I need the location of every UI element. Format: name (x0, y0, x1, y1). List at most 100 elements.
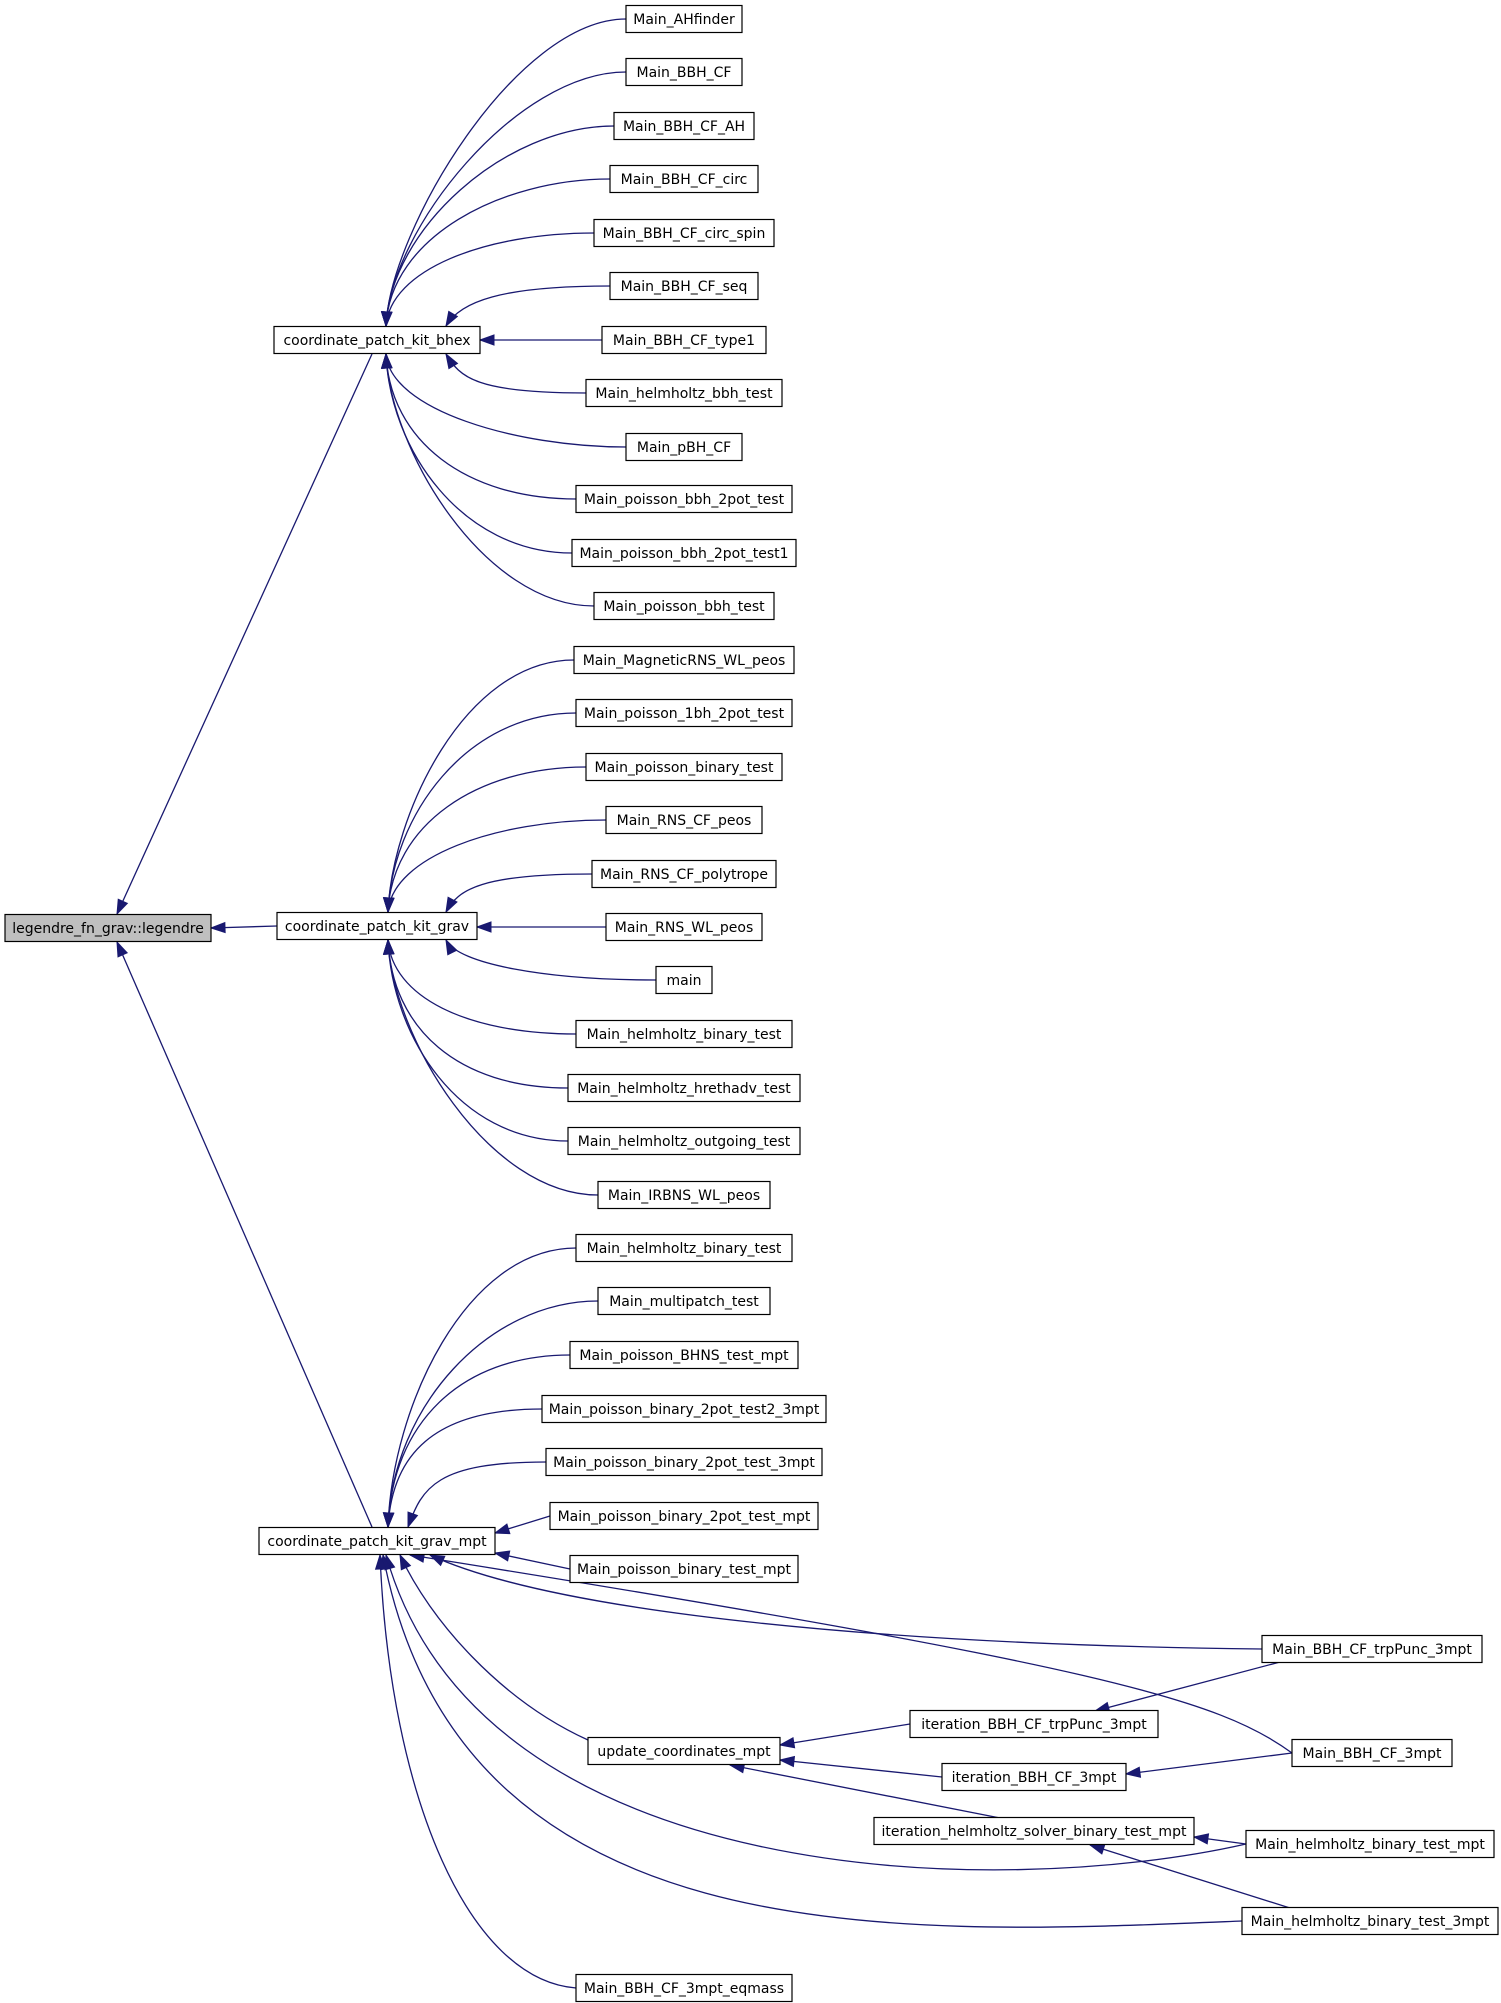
edge-iterhelm-to-updcoord-line (729, 1764, 1001, 1819)
node-magrns[interactable]: Main_MagneticRNS_WL_peos (573, 645, 795, 675)
node-bhex[interactable]: coordinate_patch_kit_bhex (273, 325, 481, 355)
node-rnscfpeos[interactable]: Main_RNS_CF_peos (605, 805, 763, 835)
edge-bbh3mpt-to-iter3mpt (1124, 1752, 1293, 1778)
edge-ahfinder-to-bhex (380, 18, 627, 328)
edge-rnscfpoly-to-grav-arrowhead (445, 896, 458, 914)
edge-helmbin3mpt-to-iterhelm-line (1089, 1844, 1291, 1909)
node-helmbin_g[interactable]: Main_helmholtz_binary_test (575, 1019, 793, 1049)
node-bbh3mpt[interactable]: Main_BBH_CF_3mpt (1291, 1738, 1453, 1768)
edge-rnswlpeos-to-grav-arrowhead (475, 921, 492, 933)
edge-poi1bh-to-grav-line (387, 712, 577, 913)
edge-bbhcftype1-to-bhex-arrowhead (478, 334, 495, 346)
edge-helmhreth-to-grav-line (387, 939, 569, 1089)
edge-bbhcfcircspin-to-bhex (381, 232, 595, 328)
edge-poibin2pot3-to-mpt-line (407, 1461, 547, 1528)
node-helmout-box (567, 1126, 801, 1156)
node-helmbinmpt[interactable]: Main_helmholtz_binary_test_mpt (1245, 1829, 1495, 1859)
node-helmbin_g-label: Main_helmholtz_binary_test (587, 1027, 782, 1043)
edge-poibin2pot2-to-mpt-line (387, 1408, 543, 1528)
node-multipatch[interactable]: Main_multipatch_test (597, 1286, 771, 1316)
node-helmbin_m[interactable]: Main_helmholtz_binary_test (575, 1233, 793, 1263)
edge-helmbin3mpt-to-mpt-line (382, 1554, 1243, 1928)
node-grav-label: coordinate_patch_kit_grav (285, 919, 469, 935)
edge-bbhtrp-to-itertrp-line (1094, 1661, 1281, 1712)
node-mpt[interactable]: coordinate_patch_kit_grav_mpt (258, 1526, 496, 1556)
edge-itertrp-to-updcoord-arrowhead (778, 1737, 796, 1749)
edge-helmhreth-to-grav (382, 938, 569, 1089)
edge-helmbbh-to-bhex-line (445, 353, 587, 394)
edge-grav-to-root-arrowhead (209, 921, 226, 934)
node-poibin[interactable]: Main_poisson_binary_test (585, 752, 783, 782)
node-bbhcfseq[interactable]: Main_BBH_CF_seq (609, 271, 759, 301)
node-bbhcfcircspin[interactable]: Main_BBH_CF_circ_spin (593, 218, 775, 248)
node-poibbh[interactable]: Main_poisson_bbh_test (593, 591, 775, 621)
node-poibbh-label: Main_poisson_bbh_test (603, 599, 765, 615)
node-itertrp-box (909, 1709, 1159, 1739)
edge-bbh3mpteq-to-mpt-arrowhead (374, 1553, 387, 1570)
node-poibhns[interactable]: Main_poisson_BHNS_test_mpt (569, 1340, 799, 1370)
node-helmbinmpt-box (1245, 1829, 1495, 1859)
node-bbhcf[interactable]: Main_BBH_CF (625, 57, 743, 87)
node-rnscfpoly[interactable]: Main_RNS_CF_polytrope (591, 859, 777, 889)
node-iterhelm[interactable]: iteration_helmholtz_solver_binary_test_m… (873, 1816, 1195, 1846)
edge-main-to-grav-line (445, 939, 657, 981)
node-rnswlpeos-box (605, 912, 763, 942)
node-iter3mpt[interactable]: iteration_BBH_CF_3mpt (941, 1762, 1127, 1792)
edge-bbhcfcirc-to-bhex-line (385, 178, 611, 327)
node-helmbin3mpt[interactable]: Main_helmholtz_binary_test_3mpt (1241, 1906, 1499, 1936)
node-poibbh2pot1[interactable]: Main_poisson_bbh_2pot_test1 (571, 538, 797, 568)
node-ahfinder[interactable]: Main_AHfinder (625, 4, 743, 34)
edge-poibhns-to-mpt-line (387, 1354, 571, 1528)
node-root[interactable]: legendre_fn_grav::legendre (4, 913, 212, 943)
node-poibhns-label: Main_poisson_BHNS_test_mpt (579, 1348, 789, 1364)
node-helmbin_g-box (575, 1019, 793, 1049)
node-helmbbh[interactable]: Main_helmholtz_bbh_test (585, 378, 783, 408)
node-bbhcfcirc[interactable]: Main_BBH_CF_circ (609, 164, 759, 194)
node-poibin2pot3[interactable]: Main_poisson_binary_2pot_test_3mpt (545, 1447, 823, 1477)
edge-mpt-to-root-line (116, 941, 373, 1528)
node-root-label: legendre_fn_grav::legendre (12, 921, 204, 937)
edge-iter3mpt-to-updcoord (778, 1755, 943, 1778)
edge-iter3mpt-to-updcoord-line (779, 1759, 943, 1778)
edge-bhex-to-root (116, 353, 373, 916)
node-poibbh2pot[interactable]: Main_poisson_bbh_2pot_test (575, 484, 793, 514)
node-main[interactable]: main (655, 965, 713, 995)
node-poibinmpt[interactable]: Main_poisson_binary_test_mpt (569, 1554, 799, 1584)
edge-bbh3mpteq-to-mpt-line (379, 1554, 577, 1989)
node-itertrp[interactable]: iteration_BBH_CF_trpPunc_3mpt (909, 1709, 1159, 1739)
node-bbhtrp[interactable]: Main_BBH_CF_trpPunc_3mpt (1261, 1634, 1483, 1664)
node-bbhcftype1[interactable]: Main_BBH_CF_type1 (601, 325, 767, 355)
node-bbhcfah-label: Main_BBH_CF_AH (623, 119, 745, 135)
node-rnswlpeos[interactable]: Main_RNS_WL_peos (605, 912, 763, 942)
edge-helmbin3mpt-to-mpt (380, 1553, 1243, 1928)
node-bbh3mpteq[interactable]: Main_BBH_CF_3mpt_eqmass (575, 1973, 793, 2003)
node-irbns[interactable]: Main_IRBNS_WL_peos (597, 1180, 771, 1210)
edge-bbhcfseq-to-bhex-arrowhead (445, 310, 459, 328)
node-rnscfpeos-label: Main_RNS_CF_peos (617, 813, 752, 829)
node-helmhreth[interactable]: Main_helmholtz_hrethadv_test (567, 1073, 801, 1103)
node-poibin2pot2[interactable]: Main_poisson_binary_2pot_test2_3mpt (541, 1394, 827, 1424)
edge-bhex-to-root-arrowhead (116, 898, 129, 916)
node-poi1bh[interactable]: Main_poisson_1bh_2pot_test (575, 698, 793, 728)
edge-poibin-to-grav (382, 766, 587, 914)
node-bbh3mpteq-box (575, 1973, 793, 2003)
node-poibin2potmpt[interactable]: Main_poisson_binary_2pot_test_mpt (549, 1501, 819, 1531)
node-helmout[interactable]: Main_helmholtz_outgoing_test (567, 1126, 801, 1156)
node-poibbh-box (593, 591, 775, 621)
edge-bbhtrp-to-itertrp (1093, 1661, 1281, 1713)
node-root-box (4, 913, 212, 943)
node-grav[interactable]: coordinate_patch_kit_grav (276, 911, 478, 941)
edge-poibin-to-grav-line (387, 766, 587, 913)
node-magrns-box (573, 645, 795, 675)
edge-helmbbh-to-bhex-arrowhead (445, 352, 459, 370)
node-updcoord[interactable]: update_coordinates_mpt (587, 1736, 781, 1766)
edge-poibbh2pot-to-bhex (380, 352, 577, 500)
edge-poibin2potmpt-to-mpt (493, 1515, 551, 1535)
node-pbhcf[interactable]: Main_pBH_CF (625, 432, 743, 462)
edge-bbhcfcircspin-to-bhex-line (385, 232, 595, 327)
node-rnswlpeos-label: Main_RNS_WL_peos (615, 920, 754, 936)
node-bbhcfah[interactable]: Main_BBH_CF_AH (613, 111, 755, 141)
node-rnscfpeos-box (605, 805, 763, 835)
node-poibbh2pot1-box (571, 538, 797, 568)
edge-main-to-grav (445, 938, 657, 981)
